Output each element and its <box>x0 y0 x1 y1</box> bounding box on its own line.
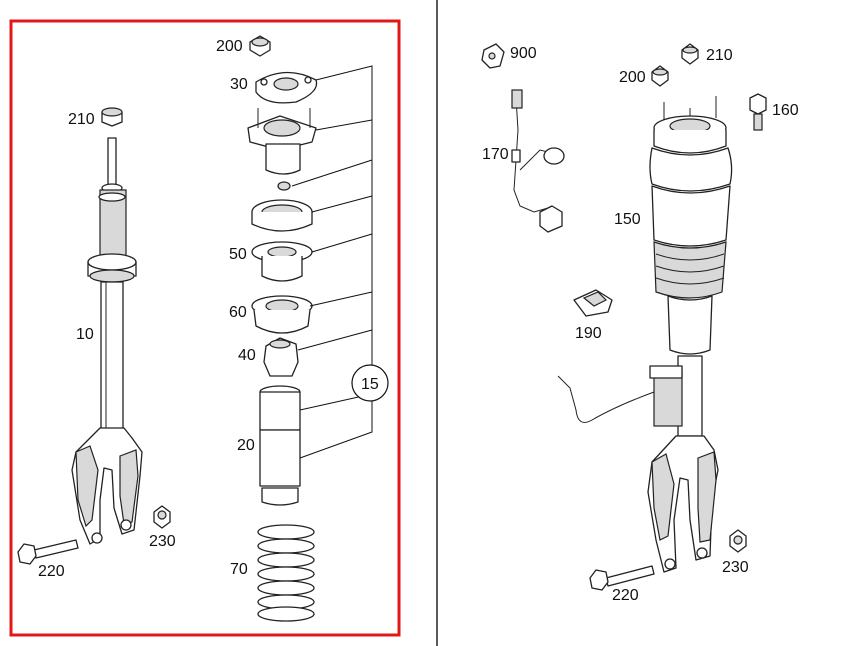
left-panel: 200 30 210 50 60 40 10 15 20 230 220 70 <box>17 35 389 622</box>
label-220-left: 220 <box>38 563 65 580</box>
label-50: 50 <box>229 246 247 263</box>
label-70: 70 <box>230 561 248 578</box>
label-230-right: 230 <box>722 559 749 576</box>
label-10: 10 <box>76 326 94 343</box>
label-20: 20 <box>237 437 255 454</box>
selection-frame[interactable] <box>9 19 401 637</box>
label-30: 30 <box>230 76 248 93</box>
part-50-spring-seat[interactable] <box>251 241 313 282</box>
part-10-strut[interactable] <box>71 137 143 545</box>
label-15: 15 <box>361 376 379 393</box>
part-210-nut-right[interactable] <box>681 43 699 65</box>
part-170-harness[interactable] <box>511 89 565 233</box>
label-900: 900 <box>510 45 537 62</box>
label-200-right: 200 <box>619 69 646 86</box>
part-bearing-ring[interactable] <box>251 199 313 232</box>
right-panel: 900 210 200 160 170 150 190 230 220 <box>481 43 799 604</box>
label-210-left: 210 <box>68 111 95 128</box>
part-70-coil-spring[interactable] <box>257 524 315 622</box>
label-220-right: 220 <box>612 587 639 604</box>
label-60: 60 <box>229 304 247 321</box>
part-230-nut-left[interactable] <box>153 505 171 529</box>
label-230-left: 230 <box>149 533 176 550</box>
label-160: 160 <box>772 102 799 119</box>
part-30-plate[interactable] <box>255 71 318 104</box>
assembly-15-callout[interactable] <box>351 364 389 402</box>
label-200-left: 200 <box>216 38 243 55</box>
part-220-bolt-right[interactable] <box>589 565 655 591</box>
part-220-bolt-left[interactable] <box>17 539 79 565</box>
part-top-mount[interactable] <box>247 108 317 175</box>
part-200-nut-left[interactable] <box>249 35 271 57</box>
part-210-nut-left[interactable] <box>101 107 123 127</box>
label-210-right: 210 <box>706 47 733 64</box>
assembly-15-bracket <box>291 65 373 459</box>
label-150: 150 <box>614 211 641 228</box>
part-small-nut[interactable] <box>277 181 291 191</box>
part-150-air-strut[interactable] <box>557 96 733 573</box>
label-40: 40 <box>238 347 256 364</box>
part-60-spring-pad[interactable] <box>251 295 313 334</box>
part-20-dust-boot[interactable] <box>259 385 301 506</box>
part-200-nut-right[interactable] <box>651 65 669 87</box>
part-190-clip[interactable] <box>573 289 613 317</box>
part-160-valve[interactable] <box>749 93 767 131</box>
label-170: 170 <box>482 146 509 163</box>
part-230-nut-right[interactable] <box>729 529 747 553</box>
part-40-bump-stop[interactable] <box>263 337 299 377</box>
part-900-connector[interactable] <box>481 43 505 69</box>
label-190: 190 <box>575 325 602 342</box>
